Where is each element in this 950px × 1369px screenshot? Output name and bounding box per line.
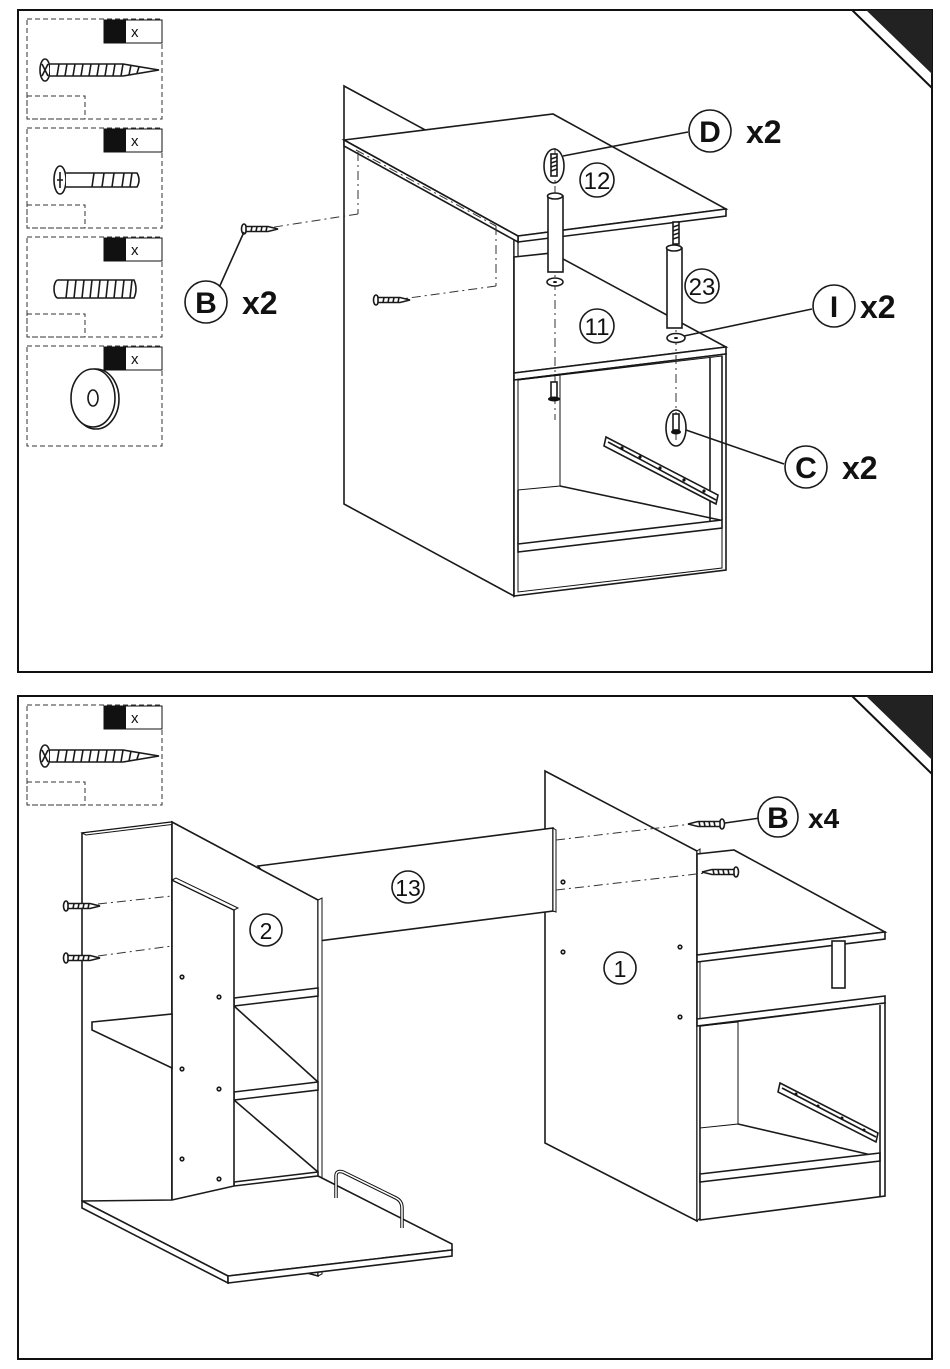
screw-d-icon [673, 222, 679, 244]
part-label-12: 12 [580, 163, 614, 197]
svg-text:B: B [767, 802, 789, 835]
svg-text:I: I [830, 291, 838, 324]
svg-text:1: 1 [614, 956, 627, 982]
svg-text:11: 11 [585, 314, 610, 341]
svg-text:D: D [699, 116, 721, 149]
part-label-11: 11 [580, 309, 614, 343]
step-2-panel: x [18, 696, 932, 1359]
qty-marker: x [131, 133, 139, 150]
svg-text:x2: x2 [860, 289, 896, 325]
qty-marker: x [131, 242, 139, 259]
svg-text:C: C [795, 452, 817, 485]
qty-marker: x [131, 351, 139, 368]
step-1-panel: x x x [18, 10, 932, 672]
svg-text:x2: x2 [242, 285, 278, 321]
svg-text:23: 23 [689, 274, 716, 301]
svg-text:2: 2 [260, 918, 273, 944]
svg-text:x2: x2 [842, 450, 878, 486]
svg-text:13: 13 [395, 875, 421, 901]
lower-compartment [514, 354, 726, 596]
svg-text:x2: x2 [746, 114, 782, 150]
dowel-screw-icon [54, 280, 136, 298]
dowel-pin-left [548, 193, 564, 272]
svg-text:B: B [195, 287, 217, 320]
washer-icon [71, 369, 119, 429]
qty-marker: x [131, 24, 139, 41]
part-label-23: 23 [685, 269, 719, 303]
part-label-1: 1 [604, 952, 636, 984]
svg-text:12: 12 [584, 168, 611, 195]
qty-marker: x [131, 710, 139, 727]
part-label-2: 2 [250, 914, 282, 946]
part-label-13: 13 [392, 871, 424, 903]
dowel-pin-right [667, 245, 683, 328]
svg-text:x4: x4 [808, 803, 840, 834]
